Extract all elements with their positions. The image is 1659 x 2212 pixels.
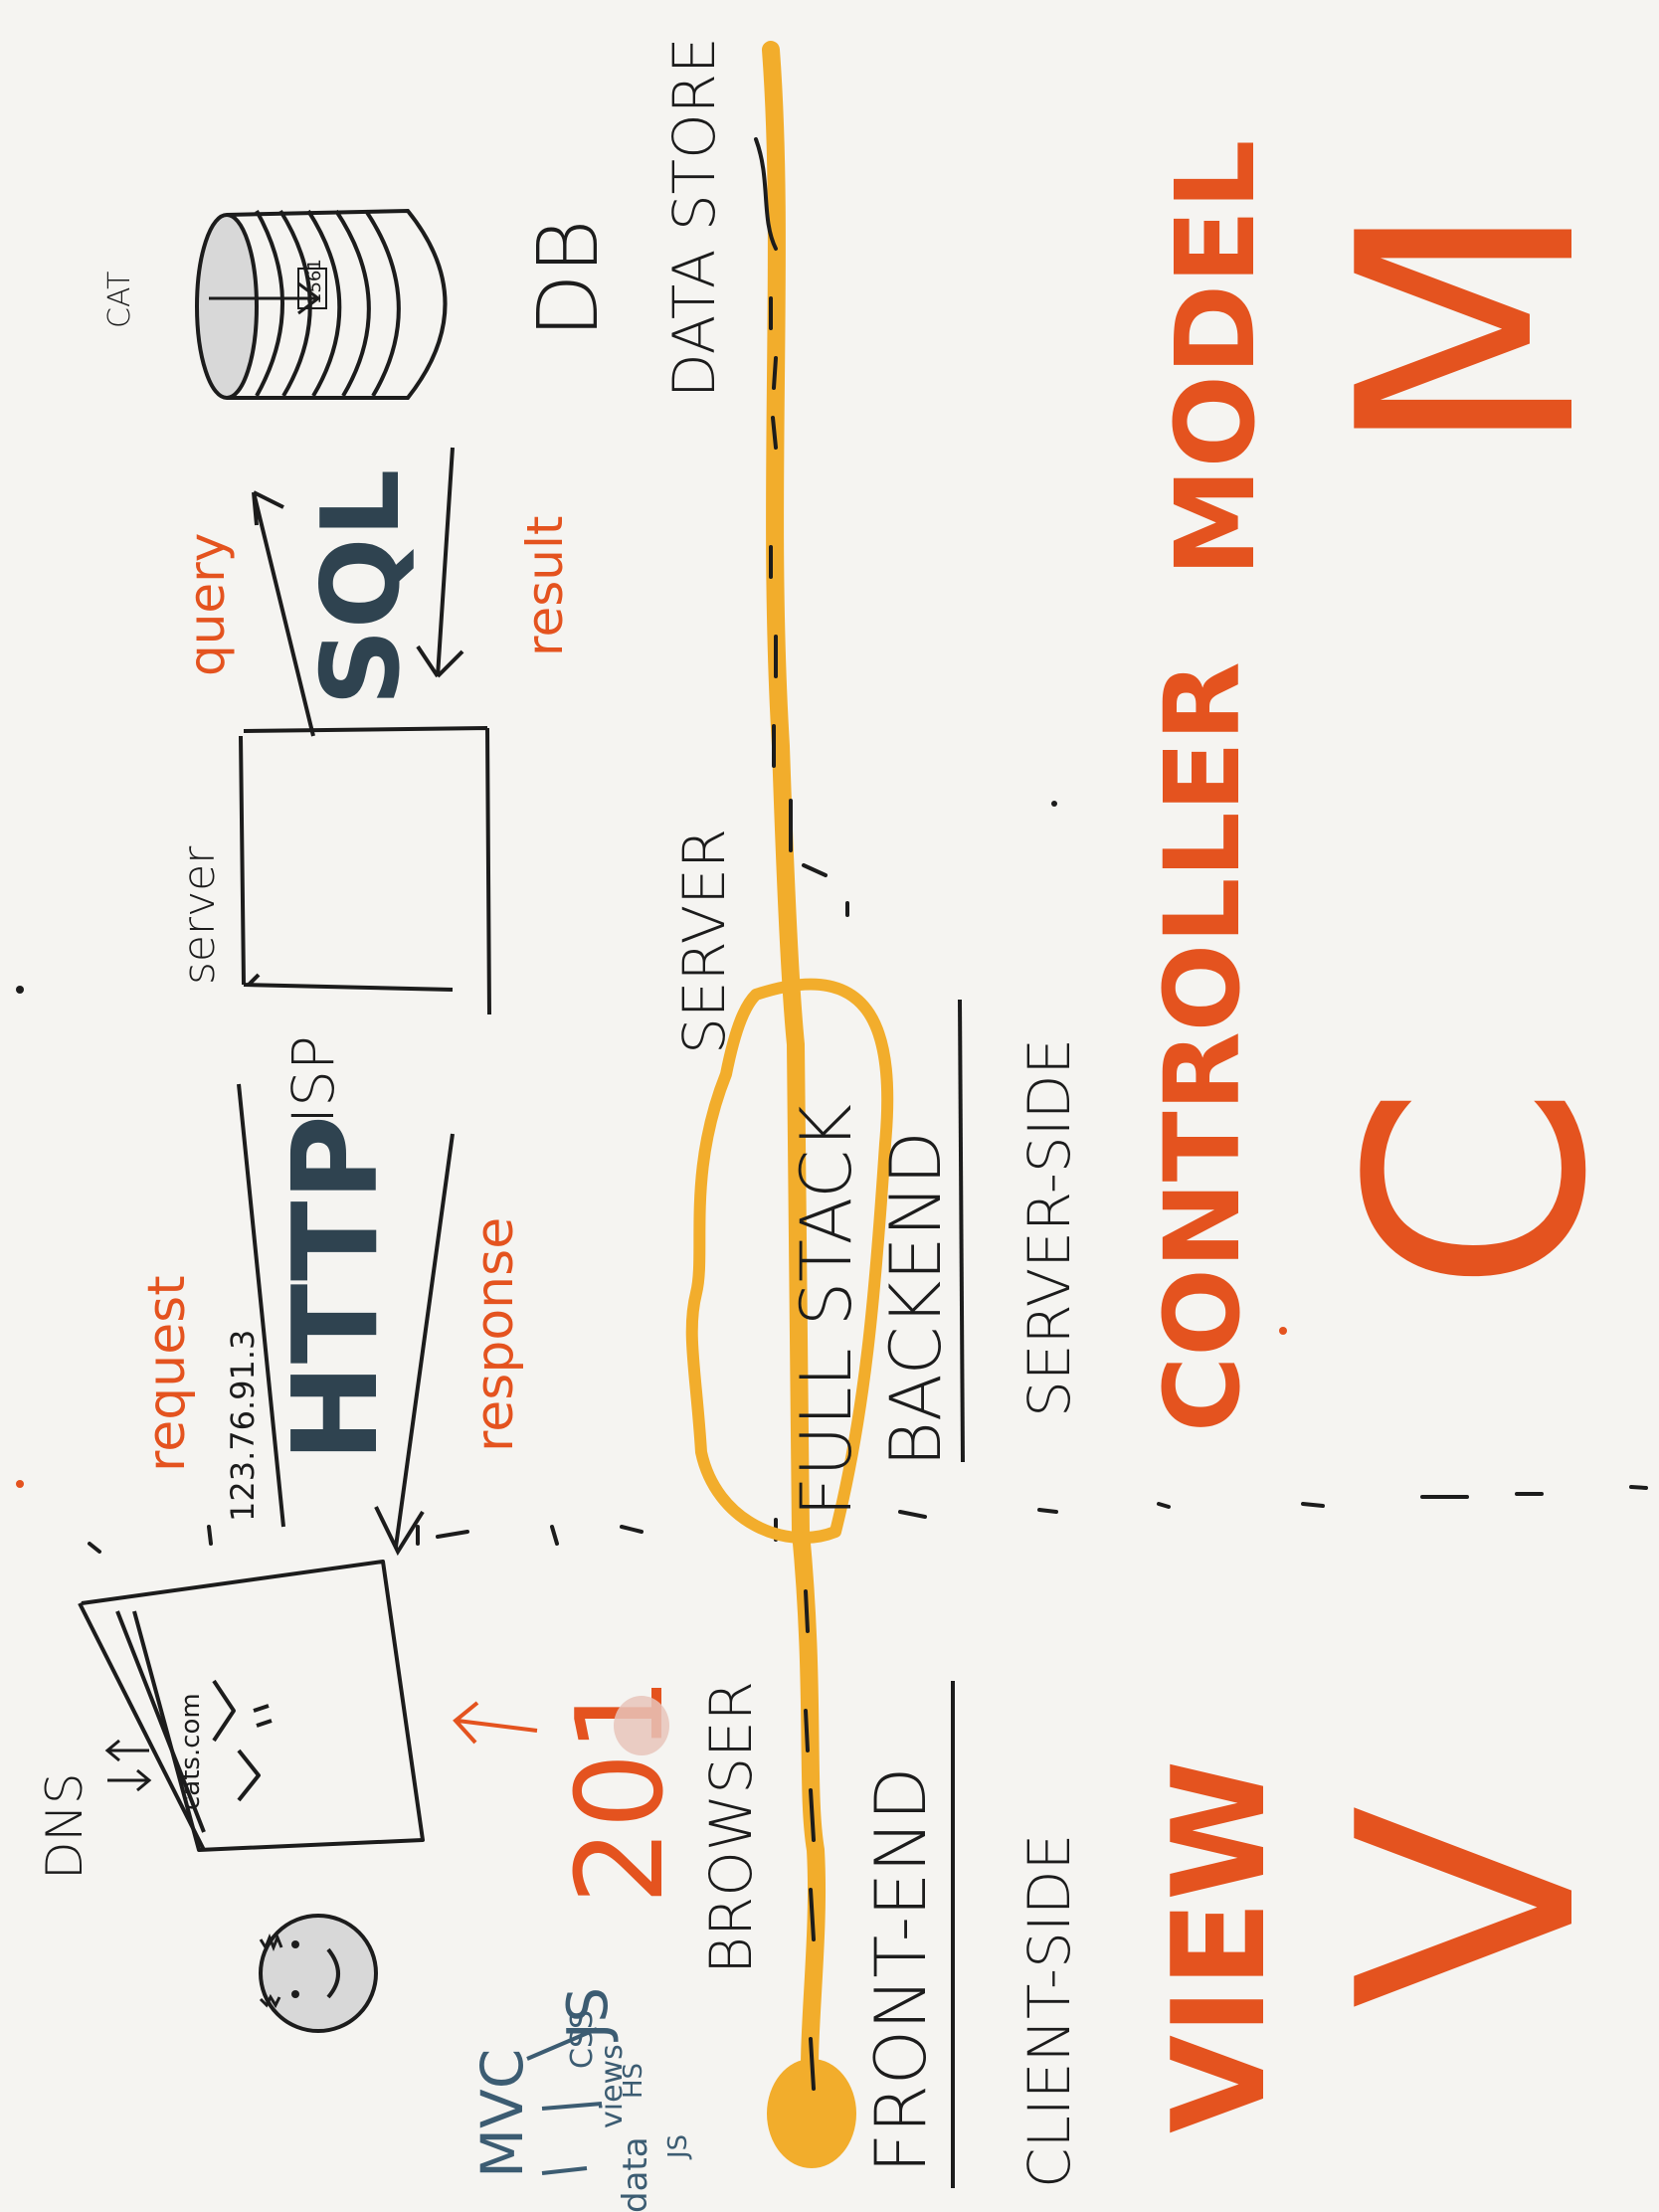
view-word: VIEW (1146, 1760, 1294, 2133)
query-label: query (178, 533, 236, 676)
mvc-note-hs: HS (619, 2063, 648, 2099)
server-box-label: server (174, 845, 225, 985)
controller-letter: C (1305, 1085, 1652, 1293)
mvc-note-strokes (526, 2027, 603, 2175)
stack-line (685, 41, 894, 2168)
browser-window-icon (78, 1560, 425, 1852)
mvc-note-js: JS (663, 2134, 693, 2160)
model-word: MODEL (1152, 139, 1279, 577)
result-label: result (516, 516, 574, 656)
status-zero-fill (614, 1696, 669, 1755)
sql-arrows-icon (252, 447, 464, 737)
front-end-label: FRONT-END (860, 1767, 942, 2173)
request-arrow-icon (237, 1083, 455, 1557)
controller-word: CONTROLLER (1142, 661, 1263, 1432)
http-label: HTTP (267, 1115, 404, 1462)
stack-endpoint-dot (767, 2059, 856, 2168)
view-letter: V (1295, 1804, 1642, 2009)
model-letter: M (1295, 200, 1642, 458)
browser-arrow-icon (453, 1701, 538, 1745)
data-store-label: DATA STORE (660, 37, 728, 398)
response-label: response (465, 1217, 525, 1452)
mvc-note-views: views (595, 2044, 630, 2128)
ink-dot (16, 986, 24, 994)
isp-label: ISP (279, 1035, 347, 1124)
browser-label: BROWSER (697, 1681, 765, 1974)
server-box-icon (239, 726, 491, 1015)
db-label: DB (519, 219, 617, 338)
client-side-label: CLIENT-SIDE (1015, 1834, 1083, 2188)
db-tag: CAT (102, 272, 137, 328)
ink-dot (1279, 1327, 1287, 1335)
full-stack-label: FULL STACK (786, 1104, 867, 1517)
backend-underline (958, 999, 965, 1463)
ink-dot (1051, 801, 1057, 807)
request-label: request (137, 1275, 197, 1472)
full-stack-loop (685, 978, 894, 1545)
dns-label: DNS (36, 1772, 93, 1880)
ip-address: 123.76.91.3 (224, 1330, 262, 1522)
backend-label: BACKEND (875, 1131, 957, 1467)
mvc-note-data: data (616, 2136, 655, 2212)
sql-label: SQL (299, 469, 424, 706)
dns-arrows-icon (104, 1739, 152, 1792)
smiley-face-icon (259, 1914, 378, 2033)
server-side-label: SERVER-SIDE (1015, 1038, 1083, 1417)
db-tag-arrow-icon (209, 281, 321, 315)
server-label: SERVER (670, 829, 738, 1054)
ink-dot (16, 1480, 24, 1488)
client-server-divider (88, 1485, 1648, 1554)
mvc-note-css: CSS (565, 2010, 600, 2069)
mvc-note: MVC (468, 2049, 536, 2178)
browser-url: cats.com (176, 1693, 206, 1810)
